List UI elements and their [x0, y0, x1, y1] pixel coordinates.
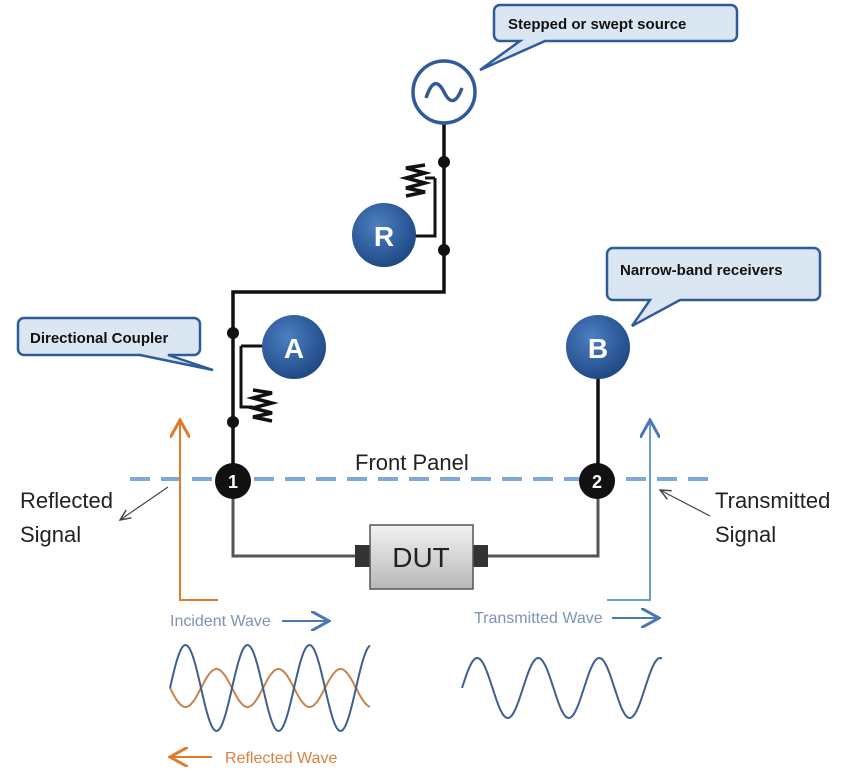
callout-receivers-text: Narrow-band receivers — [620, 262, 783, 279]
reflected-wave-label: Reflected Wave — [225, 750, 337, 767]
port-1: 1 — [215, 463, 251, 499]
incident-wave-label: Incident Wave — [170, 613, 271, 630]
transmitted-signal-pointer — [660, 490, 711, 517]
incident-wave-curve — [169, 644, 371, 732]
receiver-b: B — [566, 315, 630, 379]
svg-text:B: B — [588, 333, 608, 364]
callout-coupler-text: Directional Coupler — [30, 330, 169, 347]
reflected-wave-curve — [169, 668, 371, 708]
callout-source: Stepped or swept source — [479, 3, 739, 72]
reflected-signal-label-1: Reflected — [20, 488, 113, 513]
svg-text:R: R — [374, 221, 394, 252]
callout-receivers: Narrow-band receivers — [605, 246, 822, 328]
transmitted-signal-label-2: Signal — [715, 522, 776, 547]
transmitted-wave-label: Transmitted Wave — [474, 610, 603, 627]
resistor-icon — [246, 388, 279, 423]
receiver-r: R — [352, 203, 416, 267]
reflected-signal-label-2: Signal — [20, 522, 81, 547]
callout-coupler: Directional Coupler — [16, 316, 214, 372]
dut-cable — [231, 481, 600, 558]
port-2: 2 — [579, 463, 615, 499]
callout-source-text: Stepped or swept source — [508, 16, 686, 33]
transmitted-signal-label-1: Transmitted — [715, 488, 830, 513]
front-panel-label: Front Panel — [355, 450, 469, 475]
transmitted-wave-curve — [461, 656, 663, 720]
transmitted-path-arrow — [607, 420, 650, 601]
circuit-wiring — [231, 124, 600, 481]
signal-source — [411, 59, 477, 125]
reflected-signal-pointer — [120, 486, 169, 520]
svg-text:2: 2 — [592, 472, 602, 492]
dut-box: DUT — [369, 524, 474, 590]
svg-text:1: 1 — [228, 472, 238, 492]
svg-text:DUT: DUT — [392, 542, 450, 573]
receiver-a: A — [262, 315, 326, 379]
svg-text:A: A — [284, 333, 304, 364]
sine-wave-icon — [424, 82, 464, 103]
junction-dots — [227, 156, 450, 428]
reflected-path-arrow — [180, 420, 218, 601]
resistor-icon — [399, 163, 432, 198]
